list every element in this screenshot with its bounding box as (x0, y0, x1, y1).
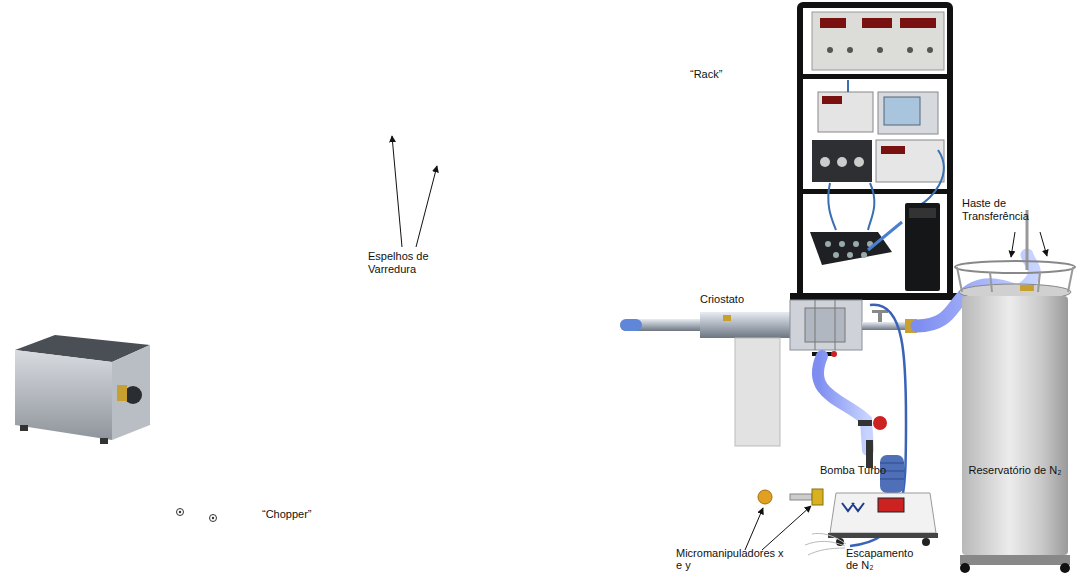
part-label: “Rack” (690, 68, 750, 81)
part-label: Criostato (700, 293, 770, 306)
part-label: “Chopper” (262, 508, 332, 521)
micromanipulator (758, 489, 823, 505)
vacuum-hose (818, 356, 868, 450)
cryostat (620, 300, 917, 446)
leader-arrow (1011, 232, 1015, 257)
part-label: Escapamento de N₂ (846, 547, 926, 572)
part-label: Bomba Turbo (820, 464, 900, 477)
leader-arrow (745, 508, 763, 550)
laser (15, 335, 150, 444)
rack (790, 5, 958, 300)
node-text: Reservatório de N₂ (967, 464, 1063, 477)
leader-arrow (1040, 232, 1047, 256)
part-label: Espelhos de Varredura (368, 250, 442, 275)
turbo-pump (828, 416, 938, 546)
leader-arrow (416, 166, 437, 247)
exhaust-gas (805, 533, 846, 555)
dewar-frame (955, 261, 1075, 573)
leader-arrow (762, 506, 811, 550)
chopper-symbol (177, 509, 217, 522)
dewar-body: Reservatório de N₂ (962, 296, 1068, 555)
leader-arrow (392, 136, 402, 247)
part-label: Haste de Transferência (962, 197, 1042, 222)
part-label: Micromanipuladores x e y (676, 547, 788, 572)
